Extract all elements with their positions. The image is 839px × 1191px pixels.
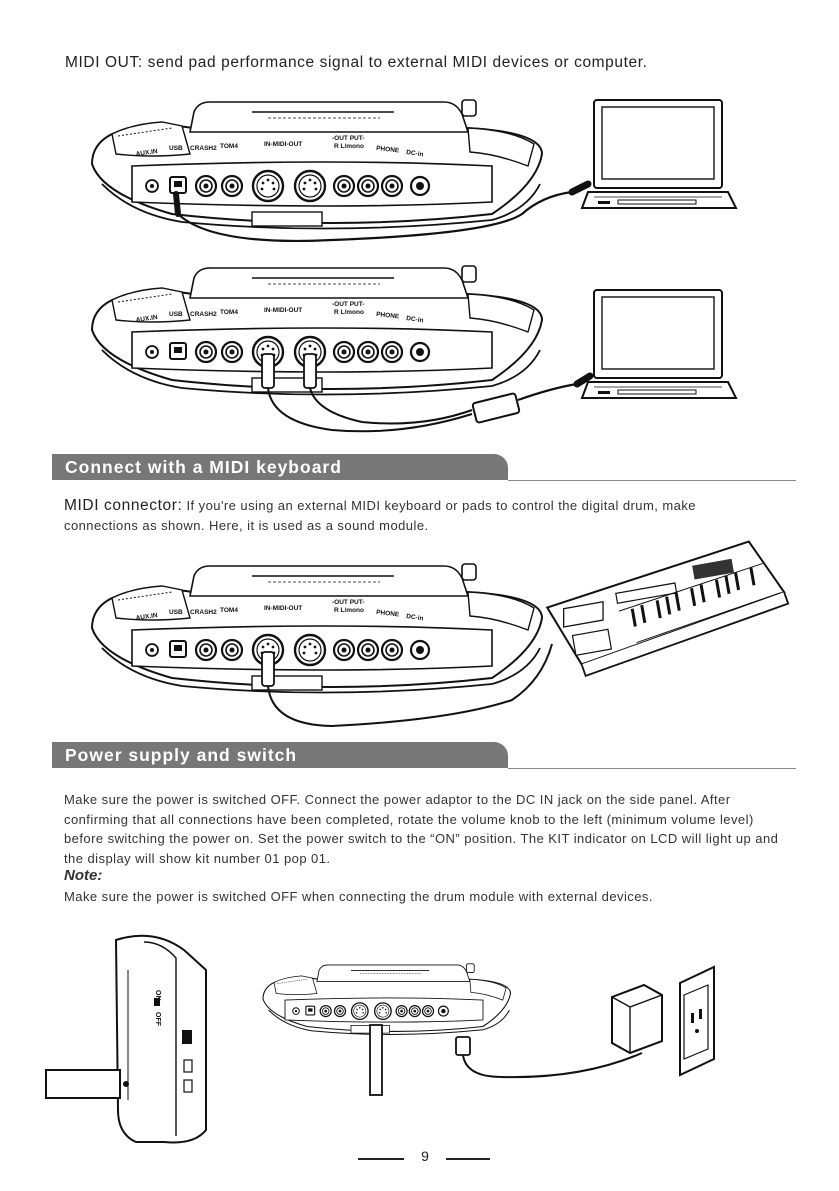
output-channel-label: R L/mono [334,309,364,316]
output-channel-label: R L/mono [334,143,364,150]
midi-out-description: MIDI OUT: send pad performance signal to… [65,54,648,72]
usb-label: USB [169,145,183,152]
midi-label: IN-MIDI-OUT [264,307,302,314]
note-text: Make sure the power is switched OFF when… [64,887,782,907]
page-number-rule-right [446,1158,490,1160]
note-label: Note: [64,867,102,884]
midi-label: IN-MIDI-OUT [264,605,302,612]
figure-midi-keyboard: AUX.IN USB CRASH2 TOM4 IN-MIDI-OUT -OUT … [72,560,792,740]
usb-label: USB [169,311,183,318]
crash2-label: CRASH2 [190,311,217,318]
output-label: -OUT PUT- [332,301,365,308]
figure-power-switch-side: ON OFF [44,930,214,1160]
output-label: -OUT PUT- [332,135,365,142]
page-number: 9 [412,1148,438,1164]
section-rule [508,480,796,481]
figure-midi-interface: AUX.IN USB CRASH2 TOM4 IN-MIDI-OUT -OUT … [72,262,752,442]
tom4-label: TOM4 [220,143,238,150]
figure-power-adapter [252,955,752,1125]
midi-connector-lead: MIDI connector: [64,497,182,514]
figure-midi-out-usb: AUX.IN USB CRASH2 TOM4 IN-MIDI-OUT -OUT … [72,96,752,256]
output-label: -OUT PUT- [332,599,365,606]
switch-off-label: OFF [154,1012,161,1027]
output-channel-label: R L/mono [334,607,364,614]
section-heading-power: Power supply and switch [65,742,297,768]
section-rule [508,768,796,769]
keyboard-paragraph: MIDI connector: If you're using an exter… [64,496,774,535]
page-number-rule-left [358,1158,404,1160]
crash2-label: CRASH2 [190,145,217,152]
tom4-label: TOM4 [220,309,238,316]
usb-label: USB [169,609,183,616]
crash2-label: CRASH2 [190,609,217,616]
tom4-label: TOM4 [220,607,238,614]
section-heading-keyboard: Connect with a MIDI keyboard [65,454,342,480]
midi-keyboard-illustration [542,537,794,681]
midi-label: IN-MIDI-OUT [264,141,302,148]
power-paragraph: Make sure the power is switched OFF. Con… [64,790,782,868]
